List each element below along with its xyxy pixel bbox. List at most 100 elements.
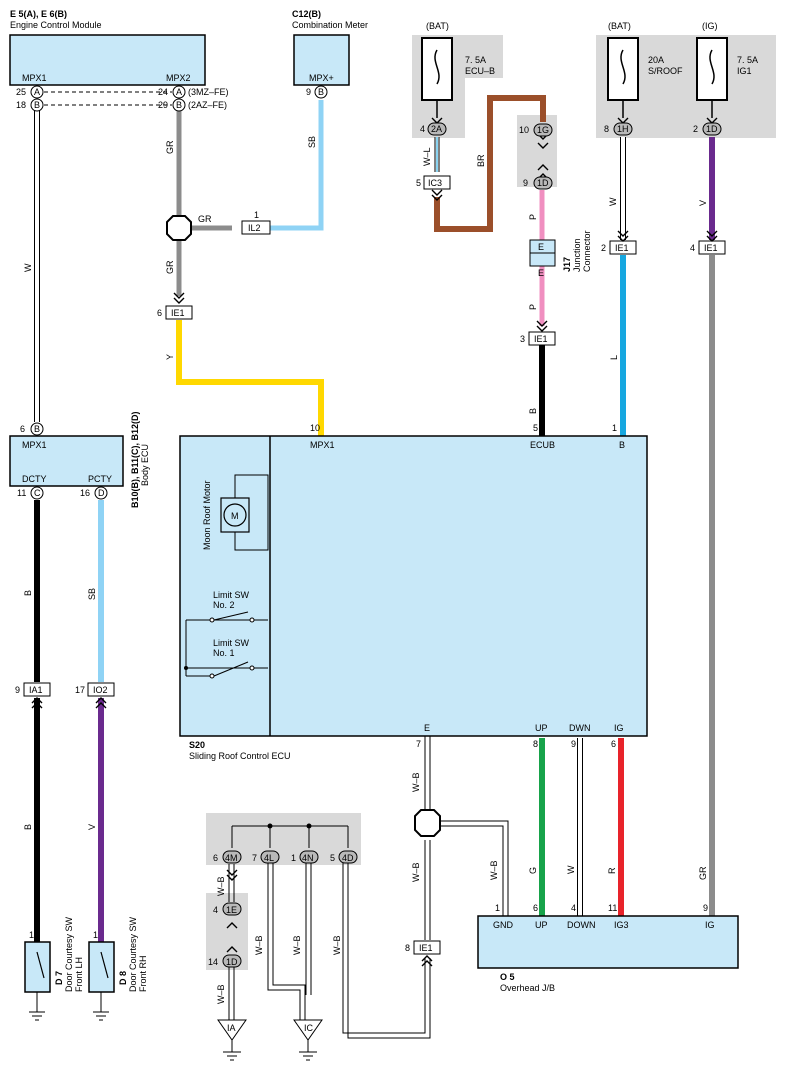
jct-pin-9: 9 bbox=[523, 178, 528, 188]
ic3-pin: 5 bbox=[416, 178, 421, 188]
jb-label-ig: IG bbox=[705, 920, 715, 930]
lbl-br: BR bbox=[476, 154, 486, 167]
ie1-y-name: IE1 bbox=[171, 308, 185, 318]
fuse-sroof bbox=[607, 37, 639, 118]
splice-wb bbox=[414, 809, 441, 837]
body-ecu-right-pin: 16 bbox=[80, 488, 90, 498]
io2-pin: 17 bbox=[75, 685, 85, 695]
meter-label: MPX+ bbox=[309, 73, 334, 83]
lbl-wb-4n: W–B bbox=[292, 935, 302, 955]
lbl-wb-1d: W–B bbox=[216, 984, 226, 1004]
gj-pin-5: 5 bbox=[330, 853, 335, 863]
wire-labels: W GR GR GR SB Y W–L BR P P B W L V GR B … bbox=[23, 136, 708, 1004]
ecu-top-label-mpx1: MPX1 bbox=[310, 440, 335, 450]
jb-pin-gnd: 1 bbox=[495, 903, 500, 913]
body-ecu-ref: B10(B), B11(C), B12(D) bbox=[130, 411, 140, 508]
ecm-pin-18: 18 bbox=[16, 100, 26, 110]
meter-pin-letter: B bbox=[318, 87, 324, 97]
svg-text:Connector: Connector bbox=[582, 230, 592, 272]
fuse-sroof-pin: 8 bbox=[604, 124, 609, 134]
ecu-ref: S20 bbox=[189, 740, 205, 750]
ecm-ref: E 5(A), E 6(B) bbox=[10, 9, 67, 19]
fuse-ig1-header: (IG) bbox=[702, 21, 718, 31]
fuse-ig1-rating: 7. 5A bbox=[737, 55, 758, 65]
jb-pin-ig3: 11 bbox=[608, 903, 617, 913]
lbl-wb-gnd: W–B bbox=[489, 860, 499, 880]
limit-sw2-line2: No. 2 bbox=[213, 600, 235, 610]
sw-lh-name: Door Courtesy SW bbox=[64, 916, 74, 992]
gj-lower-a-conn: 1E bbox=[226, 905, 237, 915]
fuse-ecub bbox=[421, 37, 453, 118]
jb-name: Overhead J/B bbox=[500, 983, 555, 993]
motor-label: Moon Roof Motor bbox=[202, 480, 212, 550]
sw-rh-pin: 1 bbox=[93, 930, 98, 940]
wire-y bbox=[176, 320, 324, 436]
limit-sw1-line2: No. 1 bbox=[213, 648, 235, 658]
inline-connectors bbox=[23, 175, 726, 955]
ground-ic bbox=[293, 1019, 323, 1061]
lbl-wb-4l: W–B bbox=[254, 935, 264, 955]
jb-label-up: UP bbox=[535, 920, 548, 930]
jct-conn-1d: 1D bbox=[537, 178, 549, 188]
ecm-pin-29: 29 bbox=[158, 100, 168, 110]
lbl-v-rh: V bbox=[87, 824, 97, 830]
fuse-ecub-header: (BAT) bbox=[426, 21, 449, 31]
jct-conn-1g: 1G bbox=[537, 125, 549, 135]
ic3-name: IC3 bbox=[428, 178, 442, 188]
fuse-ecub-pin: 4 bbox=[420, 124, 425, 134]
meter-pin: 9 bbox=[306, 87, 311, 97]
lbl-p-upper: P bbox=[528, 214, 538, 220]
il2-pin: 1 bbox=[254, 210, 259, 220]
lbl-wb-4m: W–B bbox=[216, 876, 226, 896]
lbl-wb-e2: W–B bbox=[411, 862, 421, 882]
motor-symbol: M bbox=[231, 511, 239, 521]
lbl-gr-upper: GR bbox=[165, 140, 175, 154]
door-courtesy-sw-rh bbox=[88, 941, 115, 1021]
ie1-l-pin: 2 bbox=[601, 243, 606, 253]
body-ecu-top-letter: B bbox=[34, 424, 40, 434]
lbl-l: L bbox=[609, 355, 619, 360]
junction-dot bbox=[306, 823, 312, 829]
ecu-name: Sliding Roof Control ECU bbox=[189, 751, 291, 761]
sw-rh-name: Door Courtesy SW bbox=[128, 916, 138, 992]
limit-sw2-line1: Limit SW bbox=[213, 590, 250, 600]
fuse-ecub-name: ECU–B bbox=[465, 66, 495, 76]
fuse-ig1-pin: 2 bbox=[693, 124, 698, 134]
lbl-r: R bbox=[607, 867, 617, 874]
limit-sw1-line1: Limit SW bbox=[213, 638, 250, 648]
lbl-w-ecm: W bbox=[23, 263, 33, 272]
jb-pin-up: 6 bbox=[533, 903, 538, 913]
ie1-wb-pin: 8 bbox=[405, 943, 410, 953]
ecm-pin-a-letter: A bbox=[34, 87, 40, 97]
door-courtesy-sw-lh bbox=[24, 941, 51, 1021]
body-ecu-left-label: DCTY bbox=[22, 474, 47, 484]
ecu-bottom-pin-ig: 6 bbox=[611, 739, 616, 749]
gj-pin-7: 7 bbox=[252, 853, 257, 863]
lbl-gr-lower: GR bbox=[165, 260, 175, 274]
lbl-gr-ig1: GR bbox=[698, 866, 708, 880]
ecu-top-pin-ecub: 5 bbox=[533, 423, 538, 433]
gj-lower-b-pin: 14 bbox=[208, 957, 218, 967]
sw-rh-sub: Front RH bbox=[138, 955, 148, 992]
ecm-note-3mz: (3MZ–FE) bbox=[188, 87, 229, 97]
body-ecu-top-pin: 6 bbox=[20, 424, 25, 434]
fuse-ecub-rating: 7. 5A bbox=[465, 55, 486, 65]
ecu-bottom-pin-e: 7 bbox=[416, 739, 421, 749]
ecm-pin-b-letter: B bbox=[34, 100, 40, 110]
ecu-bottom-label-ig: IG bbox=[614, 723, 624, 733]
wire-wb-e bbox=[342, 736, 509, 1039]
gj-conn-4d: 4D bbox=[342, 853, 354, 863]
ecu-top-label-ecub: ECUB bbox=[530, 440, 555, 450]
lbl-sb-rh: SB bbox=[87, 588, 97, 600]
j17-bottom-letter: E bbox=[538, 268, 544, 278]
ie1-b-name: IE1 bbox=[534, 334, 548, 344]
il2-name: IL2 bbox=[248, 223, 261, 233]
lbl-b-ecub: B bbox=[528, 408, 538, 414]
lbl-w-sroof: W bbox=[608, 197, 618, 206]
lbl-v-ig1: V bbox=[698, 200, 708, 206]
lbl-gr-mid: GR bbox=[198, 214, 212, 224]
ie1-y-pin: 6 bbox=[157, 308, 162, 318]
ecm-left-label: MPX1 bbox=[22, 73, 47, 83]
ecm-pin-29-letter: B bbox=[176, 100, 182, 110]
io2-name: IO2 bbox=[93, 685, 108, 695]
